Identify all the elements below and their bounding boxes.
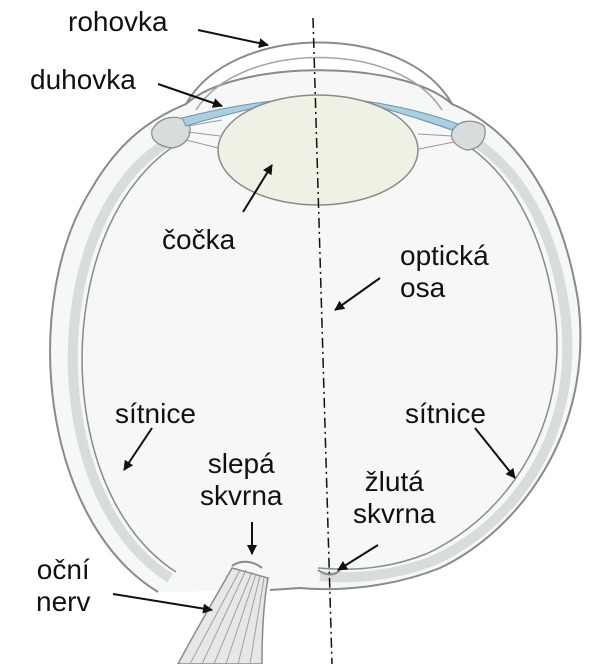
label-duhovka: duhovka	[30, 64, 136, 96]
label-sitnice-right: sítnice	[405, 398, 486, 430]
label-opticka-osa: optická osa	[400, 240, 489, 304]
label-zluta-skvrna-line2: skvrna	[353, 498, 435, 530]
label-opticka-osa-line1: optická	[400, 240, 489, 272]
arrow-rohovka	[198, 30, 268, 45]
label-zluta-skvrna-line1: žlutá	[353, 466, 435, 498]
label-slepa-skvrna-line1: slepá	[200, 448, 282, 480]
label-sitnice-left: sítnice	[115, 398, 196, 430]
arrow-ocni-nerv	[113, 594, 212, 610]
label-slepa-skvrna-line2: skvrna	[200, 480, 282, 512]
label-ocni-nerv-line1: oční	[36, 554, 90, 586]
label-zluta-skvrna: žlutá skvrna	[353, 466, 435, 530]
label-ocni-nerv-line2: nerv	[36, 586, 90, 618]
lens	[218, 95, 418, 205]
label-rohovka: rohovka	[68, 6, 168, 38]
label-cocka: čočka	[162, 224, 235, 256]
label-ocni-nerv: oční nerv	[36, 554, 90, 618]
label-slepa-skvrna: slepá skvrna	[200, 448, 282, 512]
label-opticka-osa-line2: osa	[400, 272, 489, 304]
